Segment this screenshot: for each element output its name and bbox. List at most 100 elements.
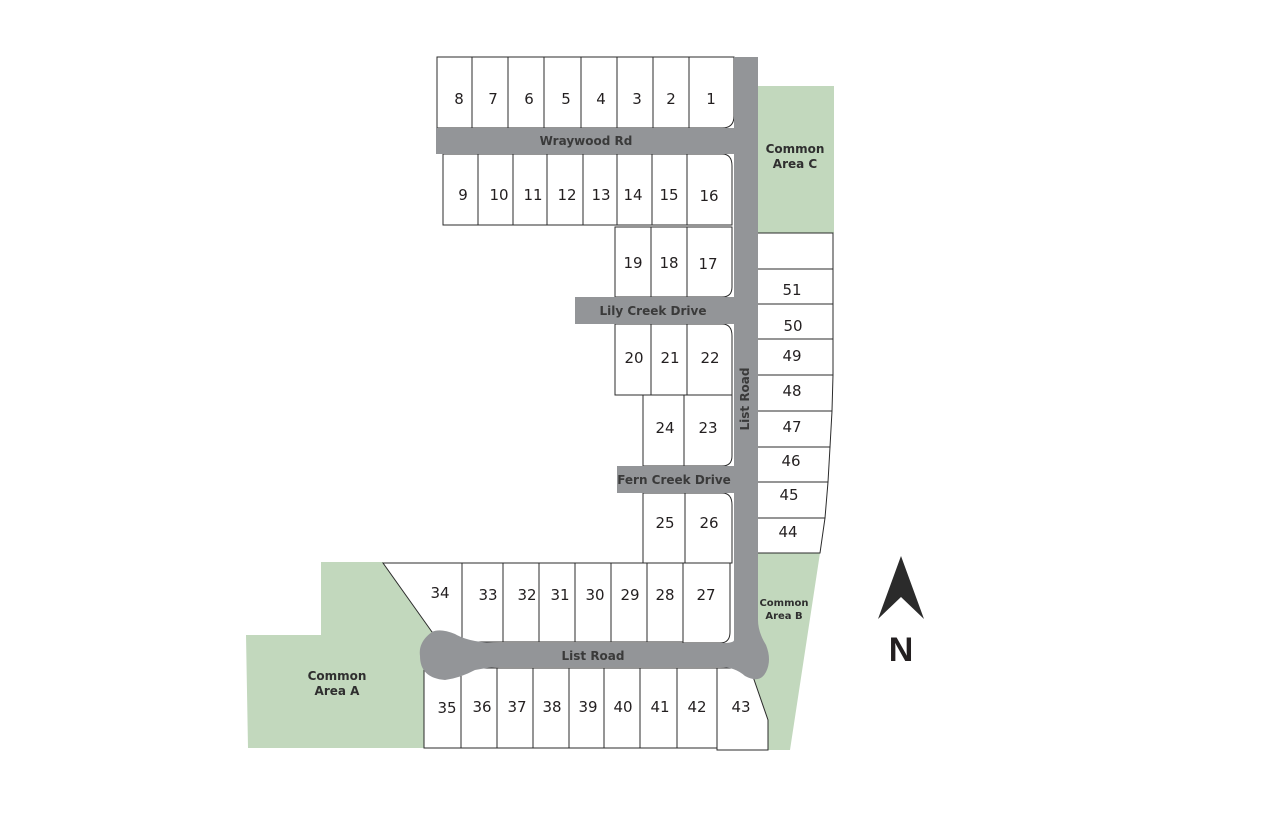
lot-number: 27 (696, 586, 715, 604)
road-fern-creek[interactable] (617, 466, 735, 493)
lot-33[interactable] (461, 562, 504, 643)
lot-number: 10 (489, 186, 508, 204)
road-label-list-vertical: List Road (738, 368, 752, 431)
lot-number: 18 (659, 254, 678, 272)
lot-41[interactable] (639, 667, 678, 749)
lot-number: 11 (523, 186, 542, 204)
lot-14[interactable] (616, 153, 653, 226)
common-area-b-label-1: Common (759, 598, 808, 609)
lot-38[interactable] (532, 667, 570, 749)
lot-row-35-43 (423, 667, 769, 751)
lot-50[interactable] (756, 303, 834, 340)
lot-number: 47 (782, 418, 801, 436)
lot-20[interactable] (614, 323, 652, 396)
lot-42[interactable] (676, 667, 718, 749)
lot-number: 30 (585, 586, 604, 604)
common-area-a[interactable] (246, 562, 432, 748)
lot-number: 9 (458, 186, 468, 204)
lot-row-20-22 (614, 323, 733, 396)
lot-number: 39 (578, 698, 597, 716)
lot-number: 37 (507, 698, 526, 716)
lot-number: 3 (632, 90, 642, 108)
lot-2[interactable] (652, 56, 690, 129)
lot-number: 7 (488, 90, 498, 108)
north-arrow: N (878, 556, 924, 669)
lot-number: 5 (561, 90, 571, 108)
lot-unnumbered[interactable] (756, 232, 834, 270)
lot-number: 31 (550, 586, 569, 604)
lot-number: 14 (623, 186, 642, 204)
lot-number: 8 (454, 90, 464, 108)
common-area-b[interactable] (752, 553, 820, 750)
lot-8[interactable] (436, 56, 473, 129)
lot-30[interactable] (574, 562, 612, 643)
road-label-lily-creek: Lily Creek Drive (600, 304, 707, 318)
lot-number: 33 (478, 586, 497, 604)
common-area-c-label-1: Common (766, 142, 825, 156)
lot-numbers: 8 7 6 5 4 3 2 1 9 10 11 12 13 14 15 16 1… (430, 90, 802, 717)
lot-number: 38 (542, 698, 561, 716)
lot-number: 17 (698, 255, 717, 273)
lot-32[interactable] (502, 562, 540, 643)
lot-number: 45 (779, 486, 798, 504)
road-label-fern-creek: Fern Creek Drive (617, 473, 731, 487)
lot-31[interactable] (538, 562, 576, 643)
lot-22[interactable] (686, 323, 733, 396)
lot-number: 48 (782, 382, 801, 400)
lot-21[interactable] (650, 323, 688, 396)
lot-number: 51 (782, 281, 801, 299)
lot-39[interactable] (568, 667, 605, 749)
lot-18[interactable] (650, 226, 688, 298)
road-wraywood[interactable] (436, 128, 758, 154)
lot-number: 19 (623, 254, 642, 272)
lot-7[interactable] (471, 56, 509, 129)
lot-16[interactable] (686, 153, 733, 226)
lot-row-9-16 (442, 153, 733, 226)
lot-37[interactable] (496, 667, 534, 749)
road-label-wraywood: Wraywood Rd (540, 134, 633, 148)
lot-number: 29 (620, 586, 639, 604)
lot-15[interactable] (651, 153, 688, 226)
lot-number: 41 (650, 698, 669, 716)
road-lily-creek[interactable] (575, 297, 735, 324)
lot-number: 49 (782, 347, 801, 365)
common-area-b-label-2: Area B (765, 611, 802, 622)
lot-12[interactable] (546, 153, 584, 226)
lot-10[interactable] (477, 153, 514, 226)
common-area-a-label-1: Common (308, 669, 367, 683)
lot-28[interactable] (646, 562, 684, 643)
lot-number: 46 (781, 452, 800, 470)
lot-column-east (756, 232, 834, 554)
lot-row-25-26 (642, 492, 733, 564)
lot-number: 25 (655, 514, 674, 532)
lot-number: 50 (783, 317, 802, 335)
roads (419, 57, 769, 680)
lot-51[interactable] (756, 268, 834, 305)
lot-number: 15 (659, 186, 678, 204)
lot-26[interactable] (684, 492, 733, 564)
road-list-horizontal[interactable] (419, 620, 769, 680)
lot-number: 36 (472, 698, 491, 716)
lot-number: 23 (698, 419, 717, 437)
common-area-a-label-2: Area A (315, 684, 361, 698)
lot-number: 21 (660, 349, 679, 367)
lot-number: 35 (437, 699, 456, 717)
lot-number: 44 (778, 523, 797, 541)
lot-25[interactable] (642, 492, 686, 564)
lot-row-23-24 (642, 394, 733, 467)
road-list-vertical[interactable] (734, 57, 758, 657)
lot-4[interactable] (580, 56, 618, 129)
common-area-c[interactable] (758, 86, 834, 233)
lot-number: 24 (655, 419, 674, 437)
lot-number: 13 (591, 186, 610, 204)
lot-24[interactable] (642, 394, 685, 467)
lot-number: 6 (524, 90, 534, 108)
lot-29[interactable] (610, 562, 648, 643)
lot-number: 1 (706, 90, 716, 108)
common-area-c-label-2: Area C (773, 157, 818, 171)
road-label-list-horizontal: List Road (562, 649, 625, 663)
lot-number: 20 (624, 349, 643, 367)
lot-number: 12 (557, 186, 576, 204)
lot-number: 28 (655, 586, 674, 604)
